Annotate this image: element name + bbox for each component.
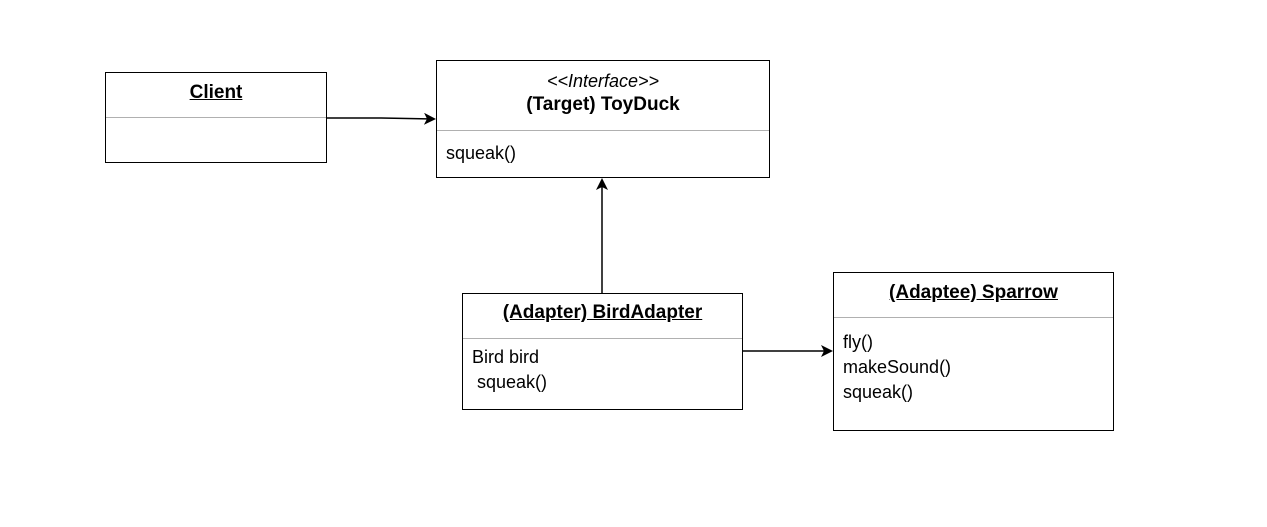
adaptee-method-squeak: squeak() <box>843 382 914 402</box>
adapter-method-squeak: squeak() <box>472 372 548 392</box>
target-interface-body: squeak() <box>437 131 769 170</box>
target-method-squeak: squeak() <box>446 143 517 163</box>
adapter-field-bird: Bird bird <box>472 347 540 367</box>
client-class-body <box>106 118 326 126</box>
adapter-class-header: (Adapter) BirdAdapter <box>463 294 742 339</box>
client-class-name: Client <box>189 82 243 103</box>
target-interface-name: (Target) ToyDuck <box>526 94 680 115</box>
client-class-header: Client <box>106 73 326 118</box>
adaptee-class-header: (Adaptee) Sparrow <box>834 273 1113 318</box>
client-to-target-arrow <box>327 112 436 125</box>
adaptee-method-fly: fly() <box>843 332 873 352</box>
target-interface-box[interactable]: <<Interface>> (Target) ToyDuck squeak() <box>436 60 770 178</box>
adapter-class-name: (Adapter) BirdAdapter <box>502 302 703 323</box>
adaptee-class-box[interactable]: (Adaptee) Sparrow fly() makeSound() sque… <box>833 272 1114 431</box>
interface-stereotype: <<Interface>> <box>546 71 660 91</box>
adaptee-class-body: fly() makeSound() squeak() <box>834 318 1113 409</box>
adapter-class-body: Bird bird squeak() <box>463 339 742 399</box>
adaptee-method-makesound: makeSound() <box>843 357 952 377</box>
client-class-box[interactable]: Client <box>105 72 327 163</box>
target-interface-header: <<Interface>> (Target) ToyDuck <box>437 61 769 131</box>
adaptee-class-name: (Adaptee) Sparrow <box>889 282 1058 303</box>
adapter-class-box[interactable]: (Adapter) BirdAdapter Bird bird squeak() <box>462 293 743 410</box>
